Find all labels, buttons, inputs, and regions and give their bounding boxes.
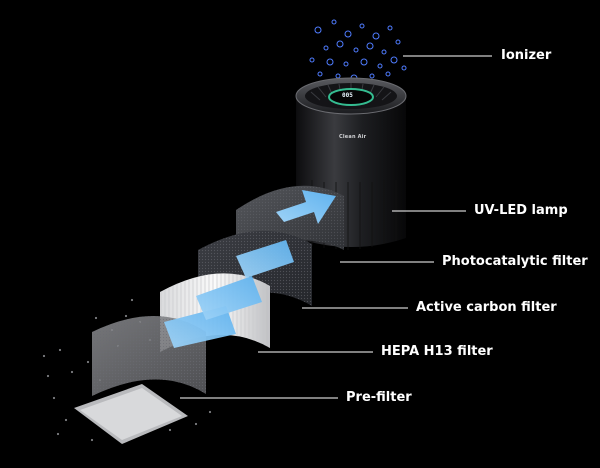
ion-particle [360,58,368,66]
ion-particle [395,39,401,45]
label-active-carbon-filter: Active carbon filter [416,300,557,315]
ion-particle [323,45,329,51]
ion-particle [390,56,398,64]
label-hepa-h13-filter: HEPA H13 filter [381,344,493,359]
ion-particle [309,57,315,63]
label-uv-led-lamp: UV-LED lamp [474,203,568,218]
callout-lines [180,55,492,399]
ion-particle [385,71,391,77]
ion-particle [336,40,344,48]
dust-particle [130,298,134,302]
ion-particle [366,42,374,50]
ion-particle-icon [309,19,407,82]
ion-particle [331,19,337,25]
dust-particle [208,410,212,414]
ion-particle [377,63,383,69]
dust-particle [124,314,128,318]
ion-particle [359,23,365,29]
dust-particle [58,348,62,352]
brand-logo: Clean Air [339,134,367,140]
ion-particle [335,73,341,79]
airflow-arrow-icon [164,190,336,348]
display-readout: 005 [342,92,353,99]
ion-particle [317,71,323,77]
ion-particle [387,25,393,31]
dust-particle [42,354,46,358]
ion-particle [353,47,359,53]
label-pre-filter: Pre-filter [346,390,412,405]
ion-particle [372,32,380,40]
dust-particle [56,432,60,436]
ion-particle [343,61,349,67]
dust-particle [194,422,198,426]
dust-particle [64,418,68,422]
ion-particle [314,26,322,34]
dust-particle [70,370,74,374]
label-ionizer: Ionizer [501,48,552,63]
dust-particle [52,396,56,400]
dust-particle [168,428,172,432]
dust-particle [90,438,94,442]
dust-particle [94,316,98,320]
label-photocatalytic-filter: Photocatalytic filter [442,254,588,269]
ion-particle [344,30,352,38]
ion-particle [381,49,387,55]
ion-particle [369,73,375,79]
ion-particle [401,65,407,71]
ion-particle [326,58,334,66]
dust-particle [86,360,90,364]
dust-particle [46,374,50,378]
